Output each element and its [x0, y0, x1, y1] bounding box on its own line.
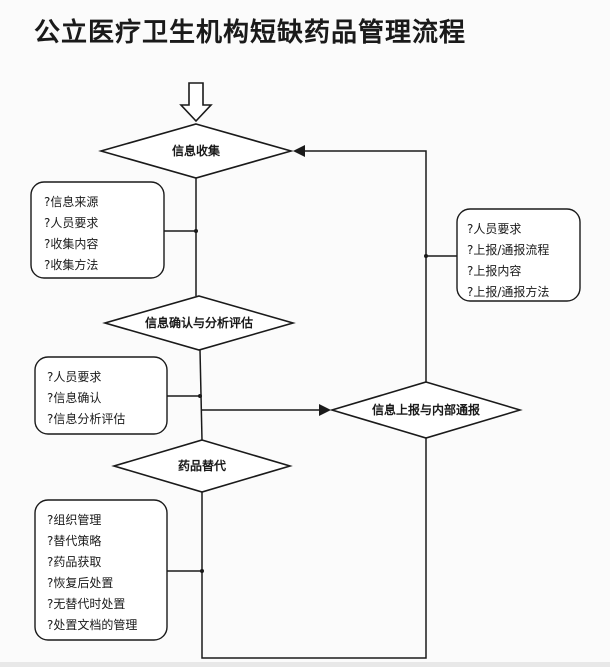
box-report-item: ?上报/通报方法: [467, 284, 549, 299]
diamond-confirm-analyze-label: 信息确认与分析评估: [145, 315, 253, 330]
box-substitution-item: ?替代策略: [47, 533, 101, 548]
diamond-drug-substitution-label: 药品替代: [178, 458, 226, 473]
diamond-confirm-analyze: [102, 295, 296, 351]
box-substitution-item: ?无替代时处置: [47, 597, 125, 611]
box-report: [456, 208, 581, 302]
junction-dot: [200, 569, 204, 573]
box-collection-item: ?收集方法: [44, 257, 98, 272]
box-collection-item: ?信息来源: [44, 194, 98, 209]
connector-report-to-collection: [293, 145, 427, 382]
box-report-item: ?上报内容: [467, 263, 521, 278]
box-confirm-item: ?信息确认: [47, 390, 101, 405]
junction-dot: [424, 254, 428, 258]
box-collection-item: ?收集内容: [44, 236, 98, 251]
diamond-info-collection-label: 信息收集: [172, 143, 221, 158]
box-substitution-item: ?处置文档的管理: [47, 617, 137, 632]
box-collection-item: ?人员要求: [44, 216, 98, 230]
page-title: 公立医疗卫生机构短缺药品管理流程: [34, 18, 467, 48]
connector-substitution-down: [201, 438, 427, 659]
box-substitution: [34, 499, 168, 641]
box-confirm-item: ?信息分析评估: [47, 411, 125, 426]
box-report-item: ?人员要求: [467, 222, 521, 236]
bottom-border: [0, 662, 610, 667]
junction-dot: [194, 229, 198, 233]
box-substitution-item: ?恢复后处置: [47, 576, 113, 590]
entry-arrow-icon: [179, 82, 213, 123]
box-confirm-item: ?人员要求: [47, 370, 101, 384]
box-collection: [30, 181, 165, 279]
box-substitution-item: ?药品获取: [47, 555, 101, 569]
diamond-report-notify-label: 信息上报与内部通报: [372, 402, 480, 417]
box-substitution-item: ?组织管理: [47, 512, 101, 527]
box-report-item: ?上报/通报流程: [467, 242, 549, 257]
junction-dot: [198, 394, 202, 398]
